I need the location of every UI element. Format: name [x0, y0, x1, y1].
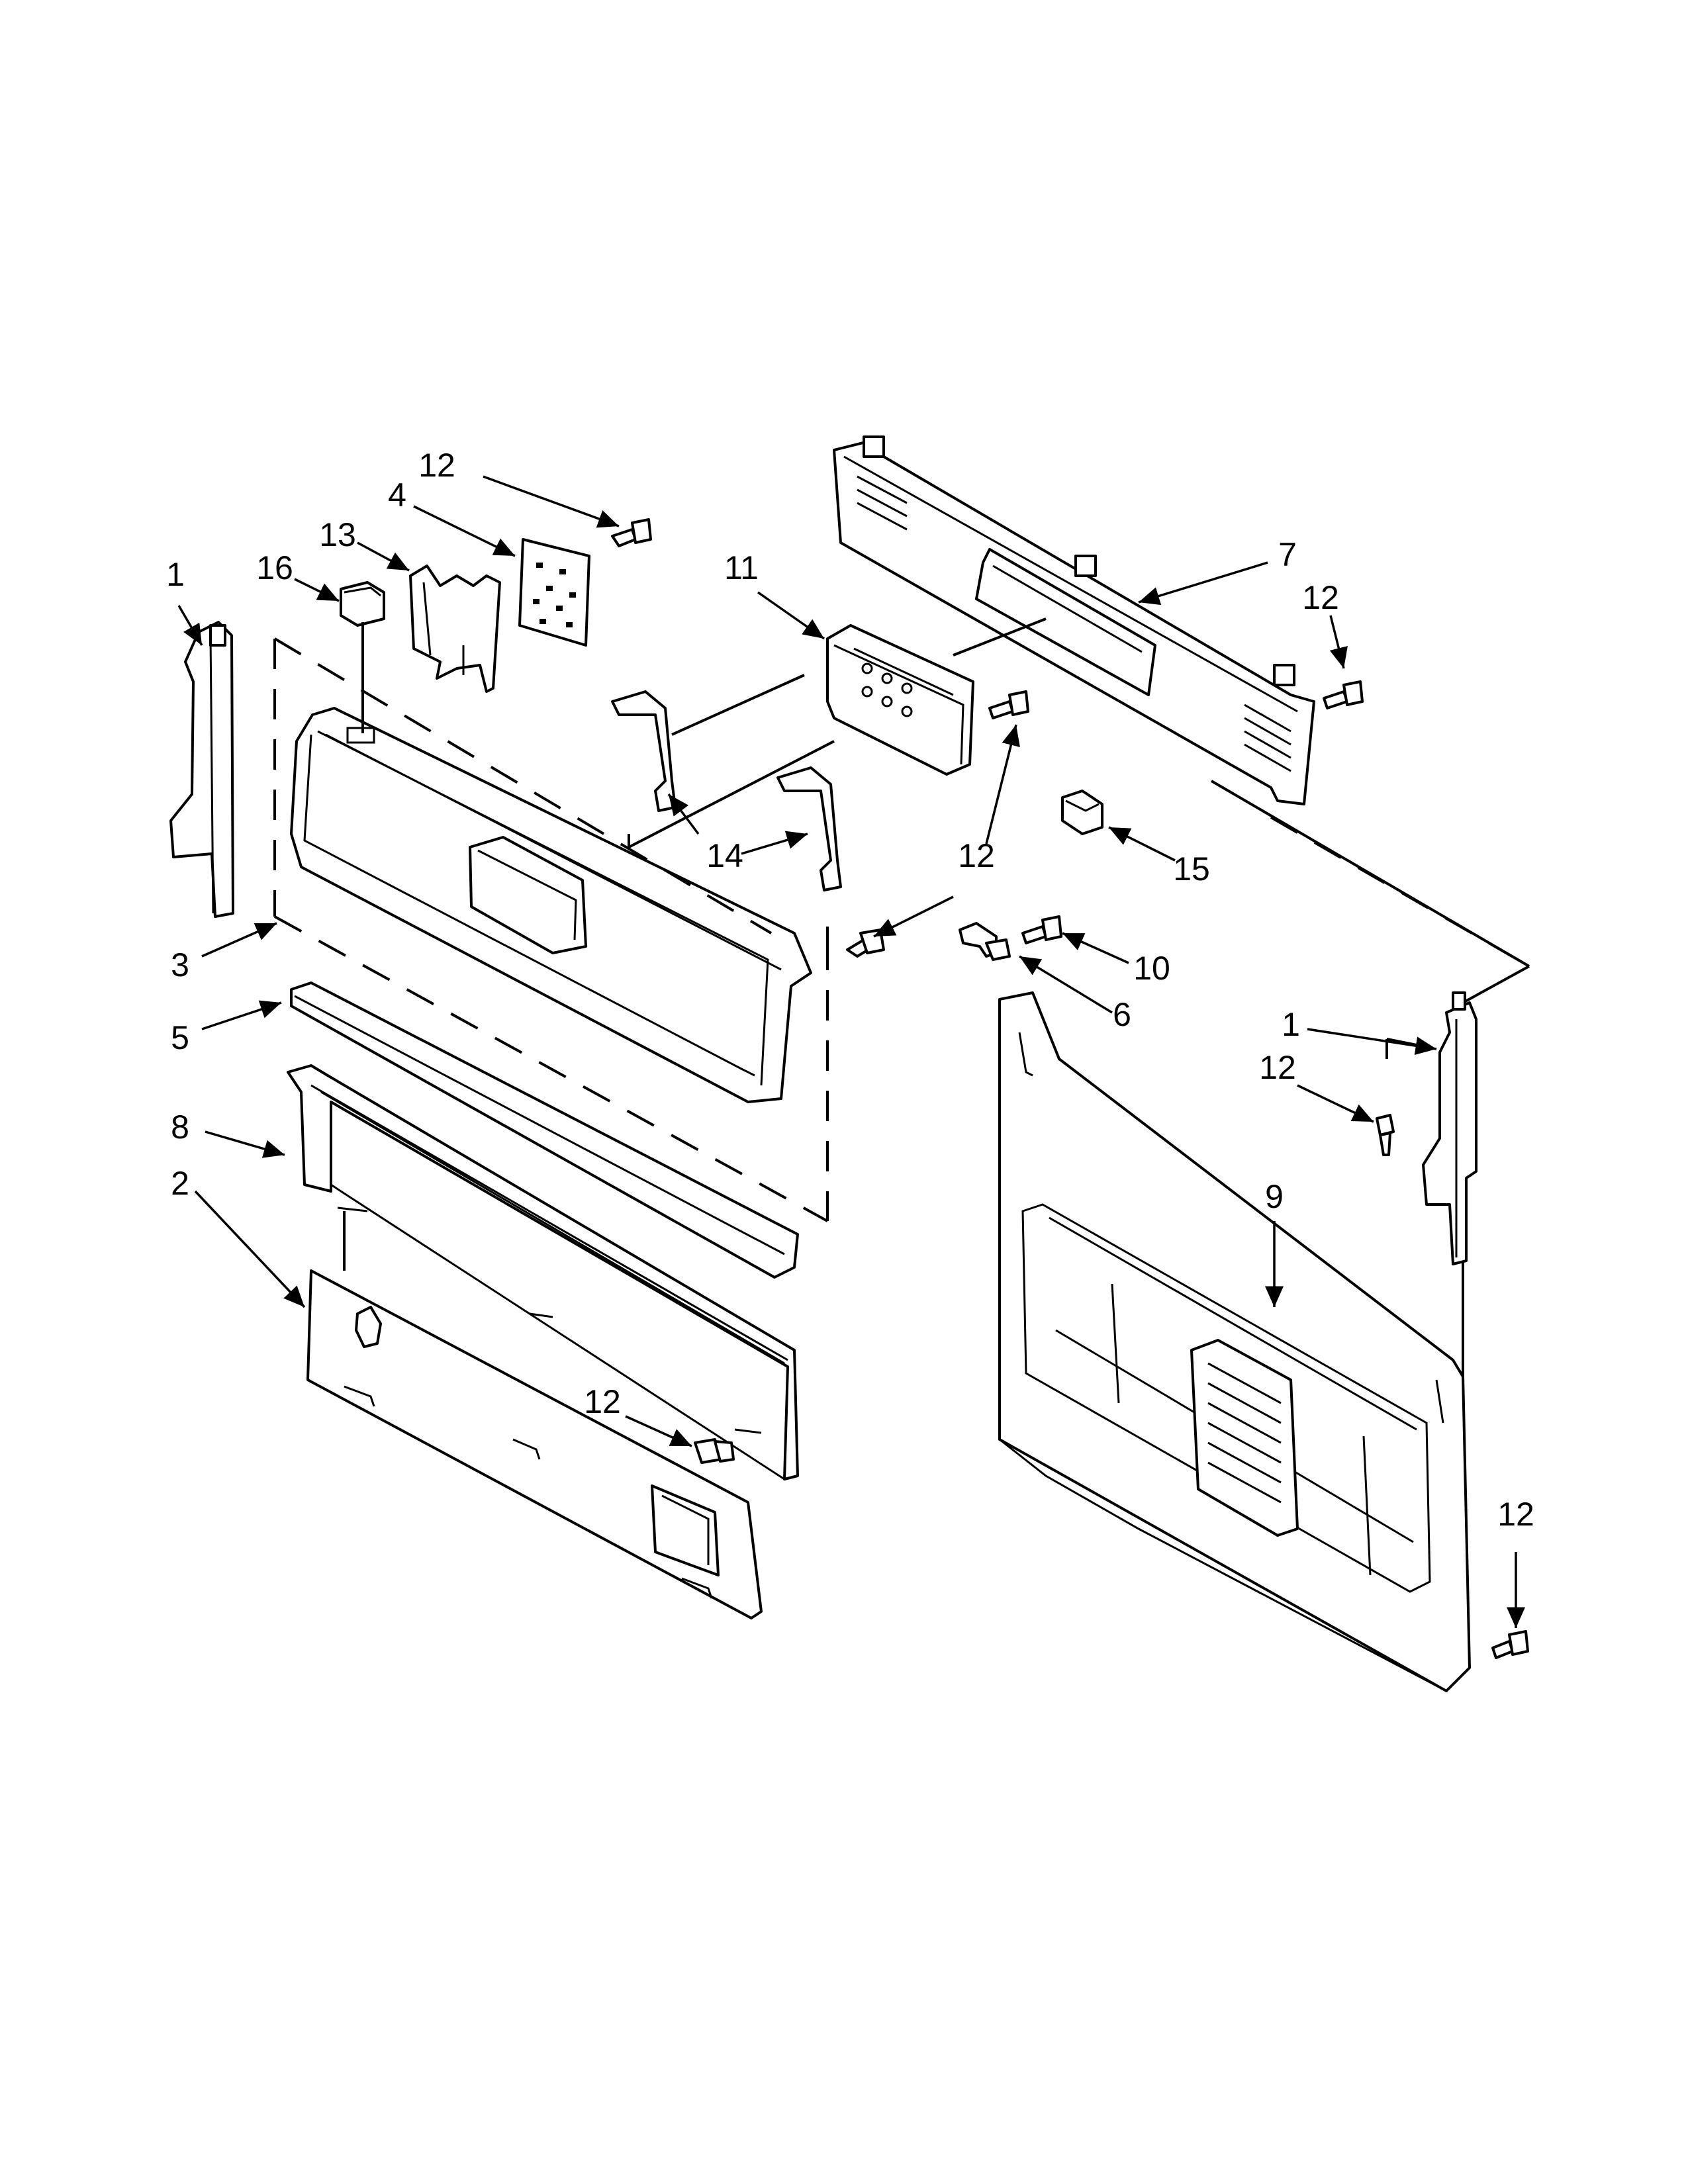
part-5-trim-strip [290, 981, 799, 1279]
part-4-circuit-board [518, 538, 590, 647]
callout-15: 15 [1173, 850, 1210, 887]
callout-7: 7 [1278, 536, 1297, 573]
part-16-switch [340, 581, 385, 733]
callout-12-mid: 12 [958, 837, 995, 874]
part-10-screw [1021, 915, 1062, 944]
callout-8: 8 [171, 1109, 189, 1146]
part-15-connector [1061, 790, 1103, 835]
part-12-screw-bottom [1491, 1630, 1529, 1659]
part-12-screw-side [1376, 1114, 1395, 1156]
part-12-screw-rear [1323, 680, 1364, 709]
part-11-electronic-control [826, 624, 974, 776]
part-6-clip [959, 922, 1011, 961]
callout-5: 5 [171, 1019, 189, 1056]
part-8-frame [287, 1064, 799, 1480]
assembly-outline-dashed [273, 637, 829, 1222]
callout-10: 10 [1133, 950, 1170, 987]
part-14-mounting-brackets [611, 690, 842, 891]
leader-lines [177, 475, 1525, 1628]
callout-2: 2 [171, 1165, 189, 1202]
callout-9: 9 [1265, 1178, 1284, 1215]
callout-1-left: 1 [166, 556, 185, 593]
callout-4: 4 [388, 477, 406, 514]
callout-12-top: 12 [418, 447, 455, 484]
part-9-rear-panel [998, 991, 1471, 1692]
callout-11: 11 [724, 549, 759, 586]
callout-labels: 12 4 13 16 1 11 7 12 14 12 15 10 6 3 5 1… [166, 447, 1534, 1533]
part-12-screw-control [988, 690, 1029, 719]
callout-12-side: 12 [1259, 1049, 1296, 1086]
part-12-screw-top [611, 518, 652, 547]
part-1-right-side-bracket [1385, 991, 1477, 1265]
part-7-rear-bracket [833, 435, 1315, 805]
callout-6: 6 [1113, 996, 1131, 1033]
callout-14: 14 [706, 837, 743, 874]
callout-3: 3 [171, 946, 189, 983]
callout-12-bottom: 12 [1497, 1496, 1534, 1533]
callout-1-right: 1 [1282, 1006, 1300, 1043]
part-13-bracket [409, 565, 501, 693]
part-3-control-panel [290, 707, 812, 1103]
part-1-left-side-bracket [169, 621, 234, 918]
part-2-lower-panel [306, 1211, 763, 1619]
part-12-screw-lower [694, 1438, 735, 1464]
callout-16: 16 [256, 549, 293, 586]
callout-13: 13 [319, 516, 356, 553]
callout-12-right: 12 [1302, 579, 1339, 616]
callout-12-low: 12 [584, 1383, 621, 1420]
